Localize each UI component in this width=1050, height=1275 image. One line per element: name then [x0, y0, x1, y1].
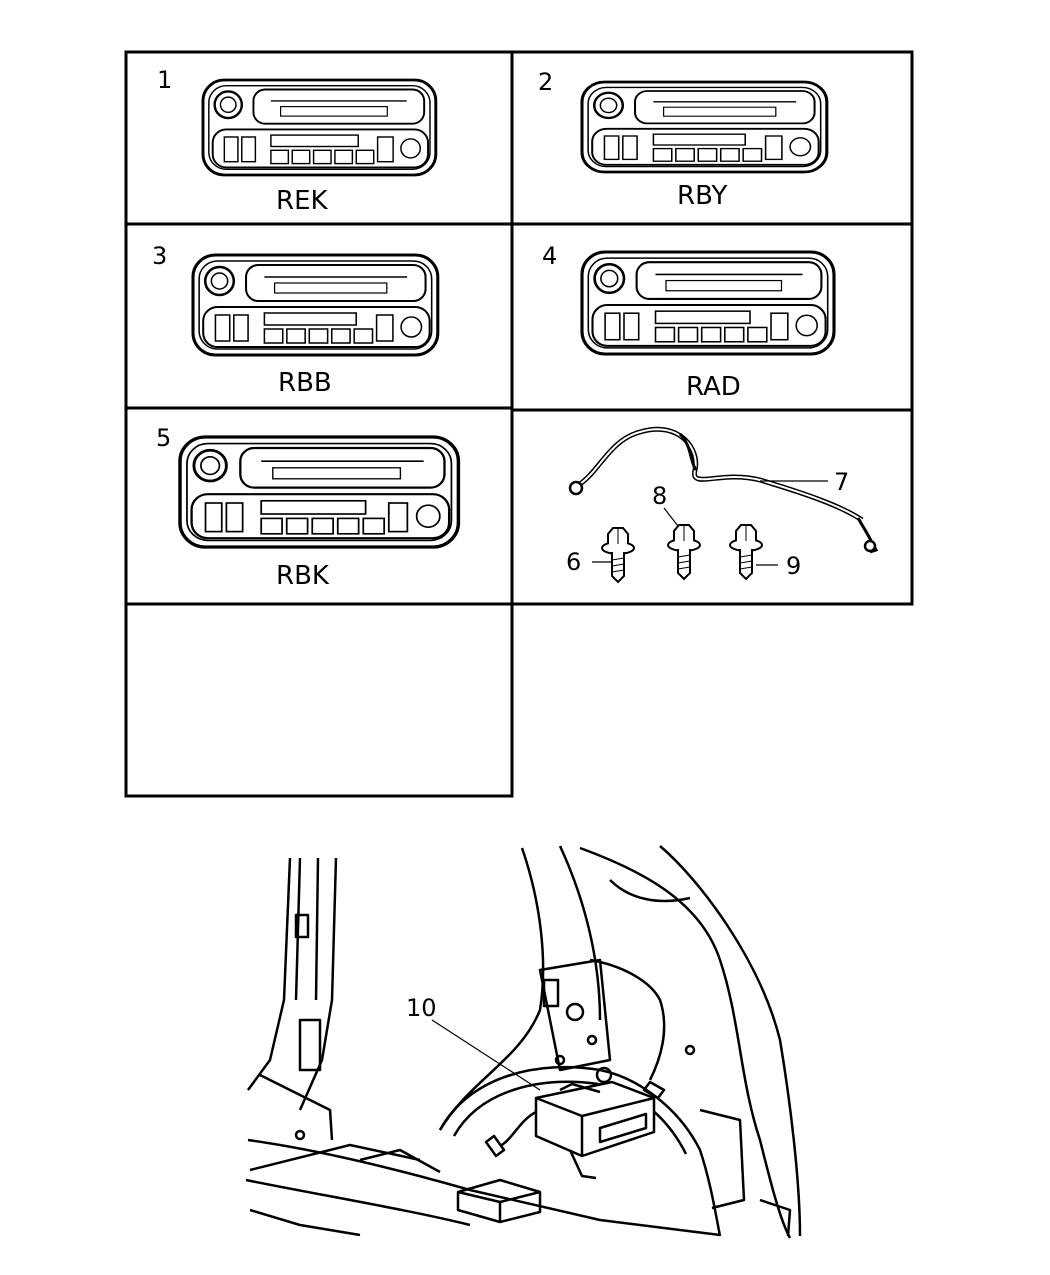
panel-3-number: 3 [152, 242, 168, 270]
callout-7: 7 [834, 468, 850, 496]
panel-5-code: RBK [276, 561, 329, 591]
panel-1-number: 1 [157, 66, 173, 94]
callout-6: 6 [566, 548, 582, 576]
callout-10: 10 [406, 994, 437, 1022]
panel-2-code: RBY [677, 181, 728, 211]
panel-1-code: REK [276, 186, 328, 216]
panel-2-number: 2 [538, 68, 554, 96]
panel-4-code: RAD [686, 372, 741, 402]
callout-9: 9 [786, 552, 802, 580]
panel-4-number: 4 [542, 242, 558, 270]
callout-8: 8 [652, 482, 668, 510]
panel-3-code: RBB [278, 368, 332, 398]
panel-5-number: 5 [156, 424, 172, 452]
